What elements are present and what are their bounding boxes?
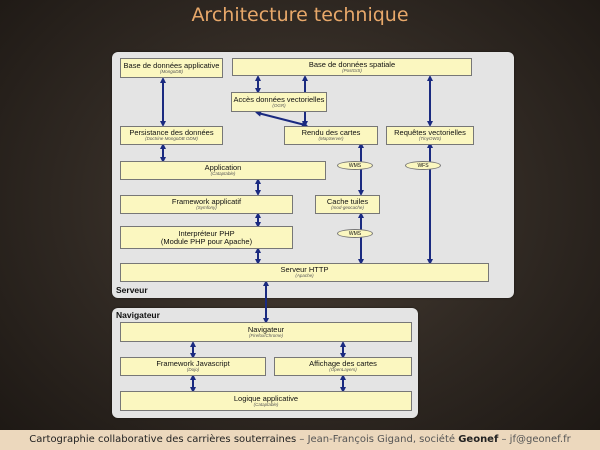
box-serveur-http: Serveur HTTP (Apache) bbox=[120, 263, 489, 282]
box-framework-javascript: Framework Javascript (Dojo) bbox=[120, 357, 266, 376]
footer-bar: Cartographie collaborative des carrières… bbox=[0, 430, 600, 450]
box-rendu-cartes: Rendu des cartes (MapServer) bbox=[284, 126, 378, 145]
footer-author: – Jean-François Gigand, société bbox=[296, 434, 459, 445]
box-logique-applicative: Logique applicative (Cataptable) bbox=[120, 391, 412, 411]
box-cache-tuiles: Cache tuiles (mod-geocache) bbox=[315, 195, 380, 214]
box-requetes-vectorielles: Requêtes vectorielles (TinyOWS) bbox=[386, 126, 474, 145]
server-panel-label: Serveur bbox=[116, 285, 148, 295]
footer-project: Cartographie collaborative des carrières… bbox=[29, 434, 297, 445]
box-interpreteur-php: Interpréteur PHP (Module PHP pour Apache… bbox=[120, 226, 293, 249]
pill-wms-2: WMS bbox=[337, 229, 373, 238]
box-application: Application (Cataptable) bbox=[120, 161, 326, 180]
box-bdd-spatiale: Base de données spatiale (PostGIS) bbox=[232, 58, 472, 76]
box-acces-vectorielles: Accès données vectorielles (OGR) bbox=[231, 92, 327, 112]
box-affichage-cartes: Affichage des cartes (OpenLayers) bbox=[274, 357, 412, 376]
box-navigateur: Navigateur (Firefox/Chrome) bbox=[120, 322, 412, 342]
pill-wfs: WFS bbox=[405, 161, 441, 170]
arrow-acces-rendu bbox=[255, 110, 308, 128]
box-framework-applicatif: Framework applicatif (Symfony) bbox=[120, 195, 293, 214]
footer-email: – jf@geonef.fr bbox=[498, 434, 571, 445]
box-bdd-applicative: Base de données applicative (MongoDB) bbox=[120, 58, 223, 78]
browser-panel-label: Navigateur bbox=[116, 310, 160, 320]
slide-title: Architecture technique bbox=[191, 4, 409, 26]
footer-company: Geonef bbox=[458, 434, 499, 445]
box-persistance: Persistance des données (Doctrine MongoD… bbox=[120, 126, 223, 145]
pill-wms-1: WMS bbox=[337, 161, 373, 170]
